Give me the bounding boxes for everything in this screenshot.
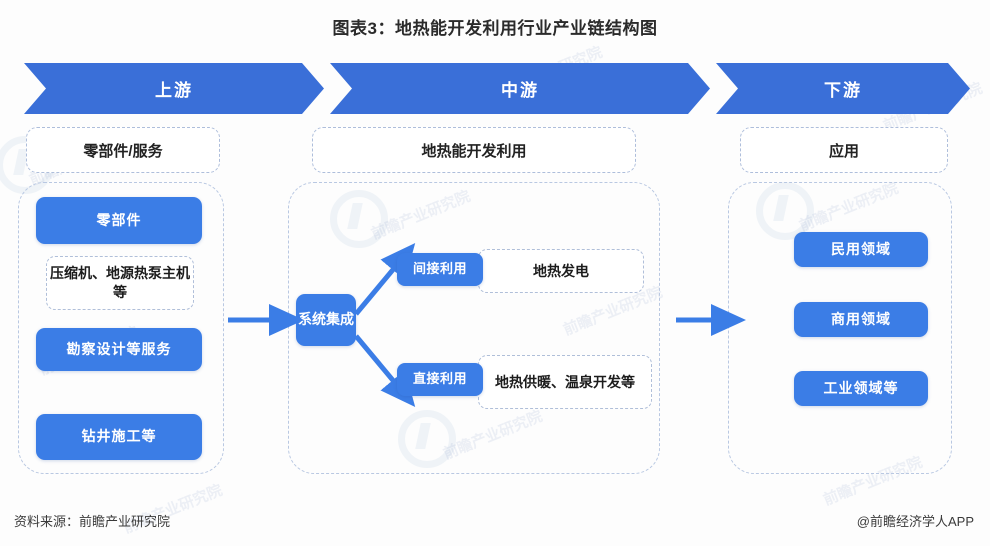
node-midstream-heating-hotspring: 地热供暖、温泉开发等 — [478, 355, 652, 409]
banner-stage-upstream[interactable]: 上游 — [24, 63, 324, 114]
node-midstream-system-integration[interactable]: 系统集成 — [296, 294, 356, 346]
source-note: 资料来源：前瞻产业研究院 — [14, 514, 171, 529]
node-upstream-survey-design[interactable]: 勘察设计等服务 — [36, 328, 202, 371]
node-downstream-residential[interactable]: 民用领域 — [794, 232, 928, 267]
column-header-midstream: 地热能开发利用 — [312, 127, 636, 173]
banner-stage-downstream[interactable]: 下游 — [716, 63, 970, 114]
node-upstream-parts[interactable]: 零部件 — [36, 197, 202, 244]
page-title: 图表3：地热能开发利用行业产业链结构图 — [332, 19, 658, 38]
app-credit: @前瞻经济学人APP — [856, 514, 974, 529]
column-header-upstream: 零部件/服务 — [26, 127, 220, 173]
node-midstream-power-generation: 地热发电 — [478, 249, 644, 293]
node-upstream-parts-detail: 压缩机、地源热泵主机等 — [46, 256, 194, 310]
tag-direct-use[interactable]: 直接利用 — [397, 363, 483, 396]
arrow-upstream-to-midstream — [228, 303, 304, 337]
column-body-upstream — [18, 182, 224, 474]
node-downstream-industrial[interactable]: 工业领域等 — [794, 371, 928, 406]
arrow-midstream-to-downstream — [676, 303, 746, 337]
banner-stage-midstream[interactable]: 中游 — [330, 63, 710, 114]
node-upstream-drilling[interactable]: 钻井施工等 — [36, 414, 202, 460]
node-downstream-commercial[interactable]: 商用领域 — [794, 302, 928, 337]
column-header-downstream: 应用 — [740, 127, 948, 173]
tag-indirect-use[interactable]: 间接利用 — [397, 253, 483, 286]
stage-banner: 上游 中游 下游 — [24, 63, 970, 114]
